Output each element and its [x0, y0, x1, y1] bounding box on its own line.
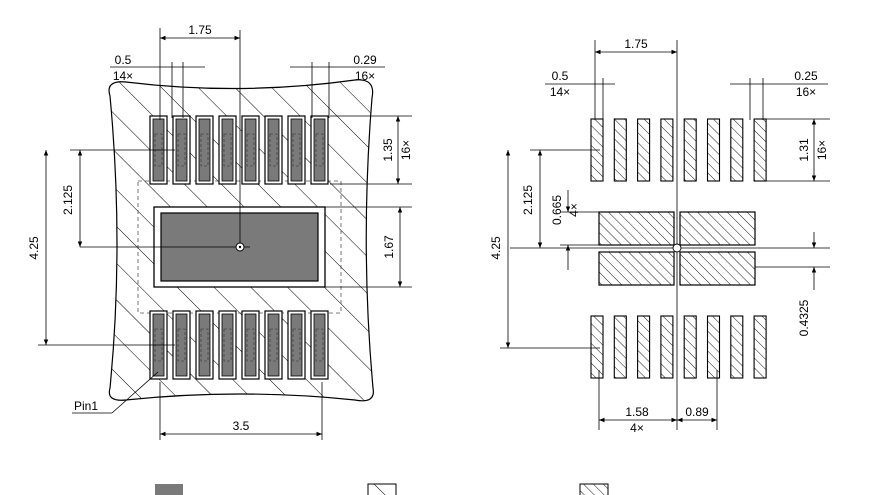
pad-paste-dashed	[269, 328, 278, 362]
right-dim-half-span: 2.125	[521, 185, 535, 215]
right-dim-gap: 0.25	[794, 69, 818, 83]
right-dim-gap-count: 16×	[796, 85, 816, 99]
bottom-pad-row	[149, 310, 329, 380]
land-pad	[660, 315, 674, 379]
dim-pad-height-count: 16×	[399, 140, 413, 160]
right-dim-pad-height: 1.31	[797, 138, 811, 162]
right-dim-full-span: 4.25	[489, 236, 503, 260]
pad-copper	[290, 118, 303, 182]
dim-pad-width-count: 14×	[113, 69, 133, 83]
pad-paste-dashed	[246, 328, 255, 362]
pad-copper	[221, 118, 234, 182]
pad-paste-dashed	[177, 133, 186, 167]
dim-full-span: 4.25	[27, 236, 41, 260]
pad-paste-dashed	[177, 328, 186, 362]
pad-paste-dashed	[223, 328, 232, 362]
right-dim-pad-height-count: 16×	[815, 140, 829, 160]
right-center-mark-icon	[672, 243, 682, 253]
right-dim-pad-width: 0.5	[552, 69, 569, 83]
land-pad	[753, 315, 767, 379]
land-pad	[706, 315, 721, 379]
right-dim-center-offset: 0.89	[685, 405, 709, 419]
right-dim-center-gap: 0.4325	[797, 299, 811, 336]
pin1-label: Pin1	[74, 399, 98, 413]
land-pad	[613, 315, 627, 379]
pad-paste-dashed	[223, 133, 232, 167]
pad-paste-dashed	[246, 133, 255, 167]
pad-paste-dashed	[292, 133, 301, 167]
right-center-pad-tl	[598, 211, 675, 246]
pad-copper	[198, 118, 211, 182]
pad-paste-dashed	[200, 133, 209, 167]
right-dim-center-pad-height: 0.665	[550, 195, 564, 225]
pad-paste-dashed	[292, 328, 301, 362]
pad-copper	[244, 313, 257, 377]
left-view: 1.75 0.5 14× 0.29 16× 1.35 16× 2.125 4.2…	[27, 23, 413, 440]
land-pad	[706, 118, 721, 182]
right-top-pad-row	[590, 118, 767, 182]
pad-copper	[290, 313, 303, 377]
right-center-pad-bl	[598, 251, 675, 286]
legend	[155, 483, 609, 495]
pad-copper	[175, 313, 188, 377]
land-pad	[683, 118, 697, 182]
land-pad	[683, 315, 697, 379]
light-hatch-square-icon	[367, 483, 397, 495]
land-pad	[637, 315, 651, 379]
right-dim-pad-width-count: 14×	[550, 85, 570, 99]
filled-square-icon	[155, 484, 183, 495]
land-pad	[637, 118, 651, 182]
pad-copper	[244, 118, 257, 182]
right-dim-center-pad-width: 1.58	[625, 405, 649, 419]
pad-paste-dashed	[315, 133, 324, 167]
pad-paste-dashed	[315, 328, 324, 362]
pad-paste-dashed	[200, 328, 209, 362]
land-pad	[730, 118, 744, 182]
right-dim-center-pad-count: 4×	[567, 203, 581, 217]
dense-hatch-square-icon	[579, 483, 609, 495]
right-dim-top-span: 1.75	[624, 37, 648, 51]
land-pad	[613, 118, 627, 182]
pad-copper	[313, 118, 326, 182]
dim-center-pad-height: 1.67	[382, 235, 396, 259]
pad-copper	[221, 313, 234, 377]
dim-half-span: 2.125	[61, 185, 75, 215]
dim-bottom-width: 3.5	[233, 419, 250, 433]
right-center-pad-br	[679, 251, 756, 286]
pad-paste-dashed	[269, 133, 278, 167]
top-pad-row	[149, 115, 329, 185]
pad-copper	[198, 313, 211, 377]
dim-top-span: 1.75	[188, 23, 212, 37]
dim-gap: 0.29	[353, 53, 377, 67]
pad-copper	[267, 118, 280, 182]
dim-gap-count: 16×	[355, 69, 375, 83]
land-pad	[753, 118, 767, 182]
right-bottom-pad-row	[590, 315, 767, 379]
pad-copper	[175, 118, 188, 182]
right-dim-center-pad-width-count: 4×	[630, 421, 644, 435]
dim-pad-height: 1.35	[381, 138, 395, 162]
land-pad	[660, 118, 674, 182]
right-center-pad-tr	[679, 211, 756, 246]
dim-pad-width: 0.5	[115, 53, 132, 67]
pad-copper	[267, 313, 280, 377]
land-pad	[730, 315, 744, 379]
pad-copper	[313, 313, 326, 377]
right-view: 1.75 0.5 14× 0.25 16× 1.31 16× 2.125 0.6…	[489, 37, 830, 435]
land-pad	[590, 315, 604, 379]
